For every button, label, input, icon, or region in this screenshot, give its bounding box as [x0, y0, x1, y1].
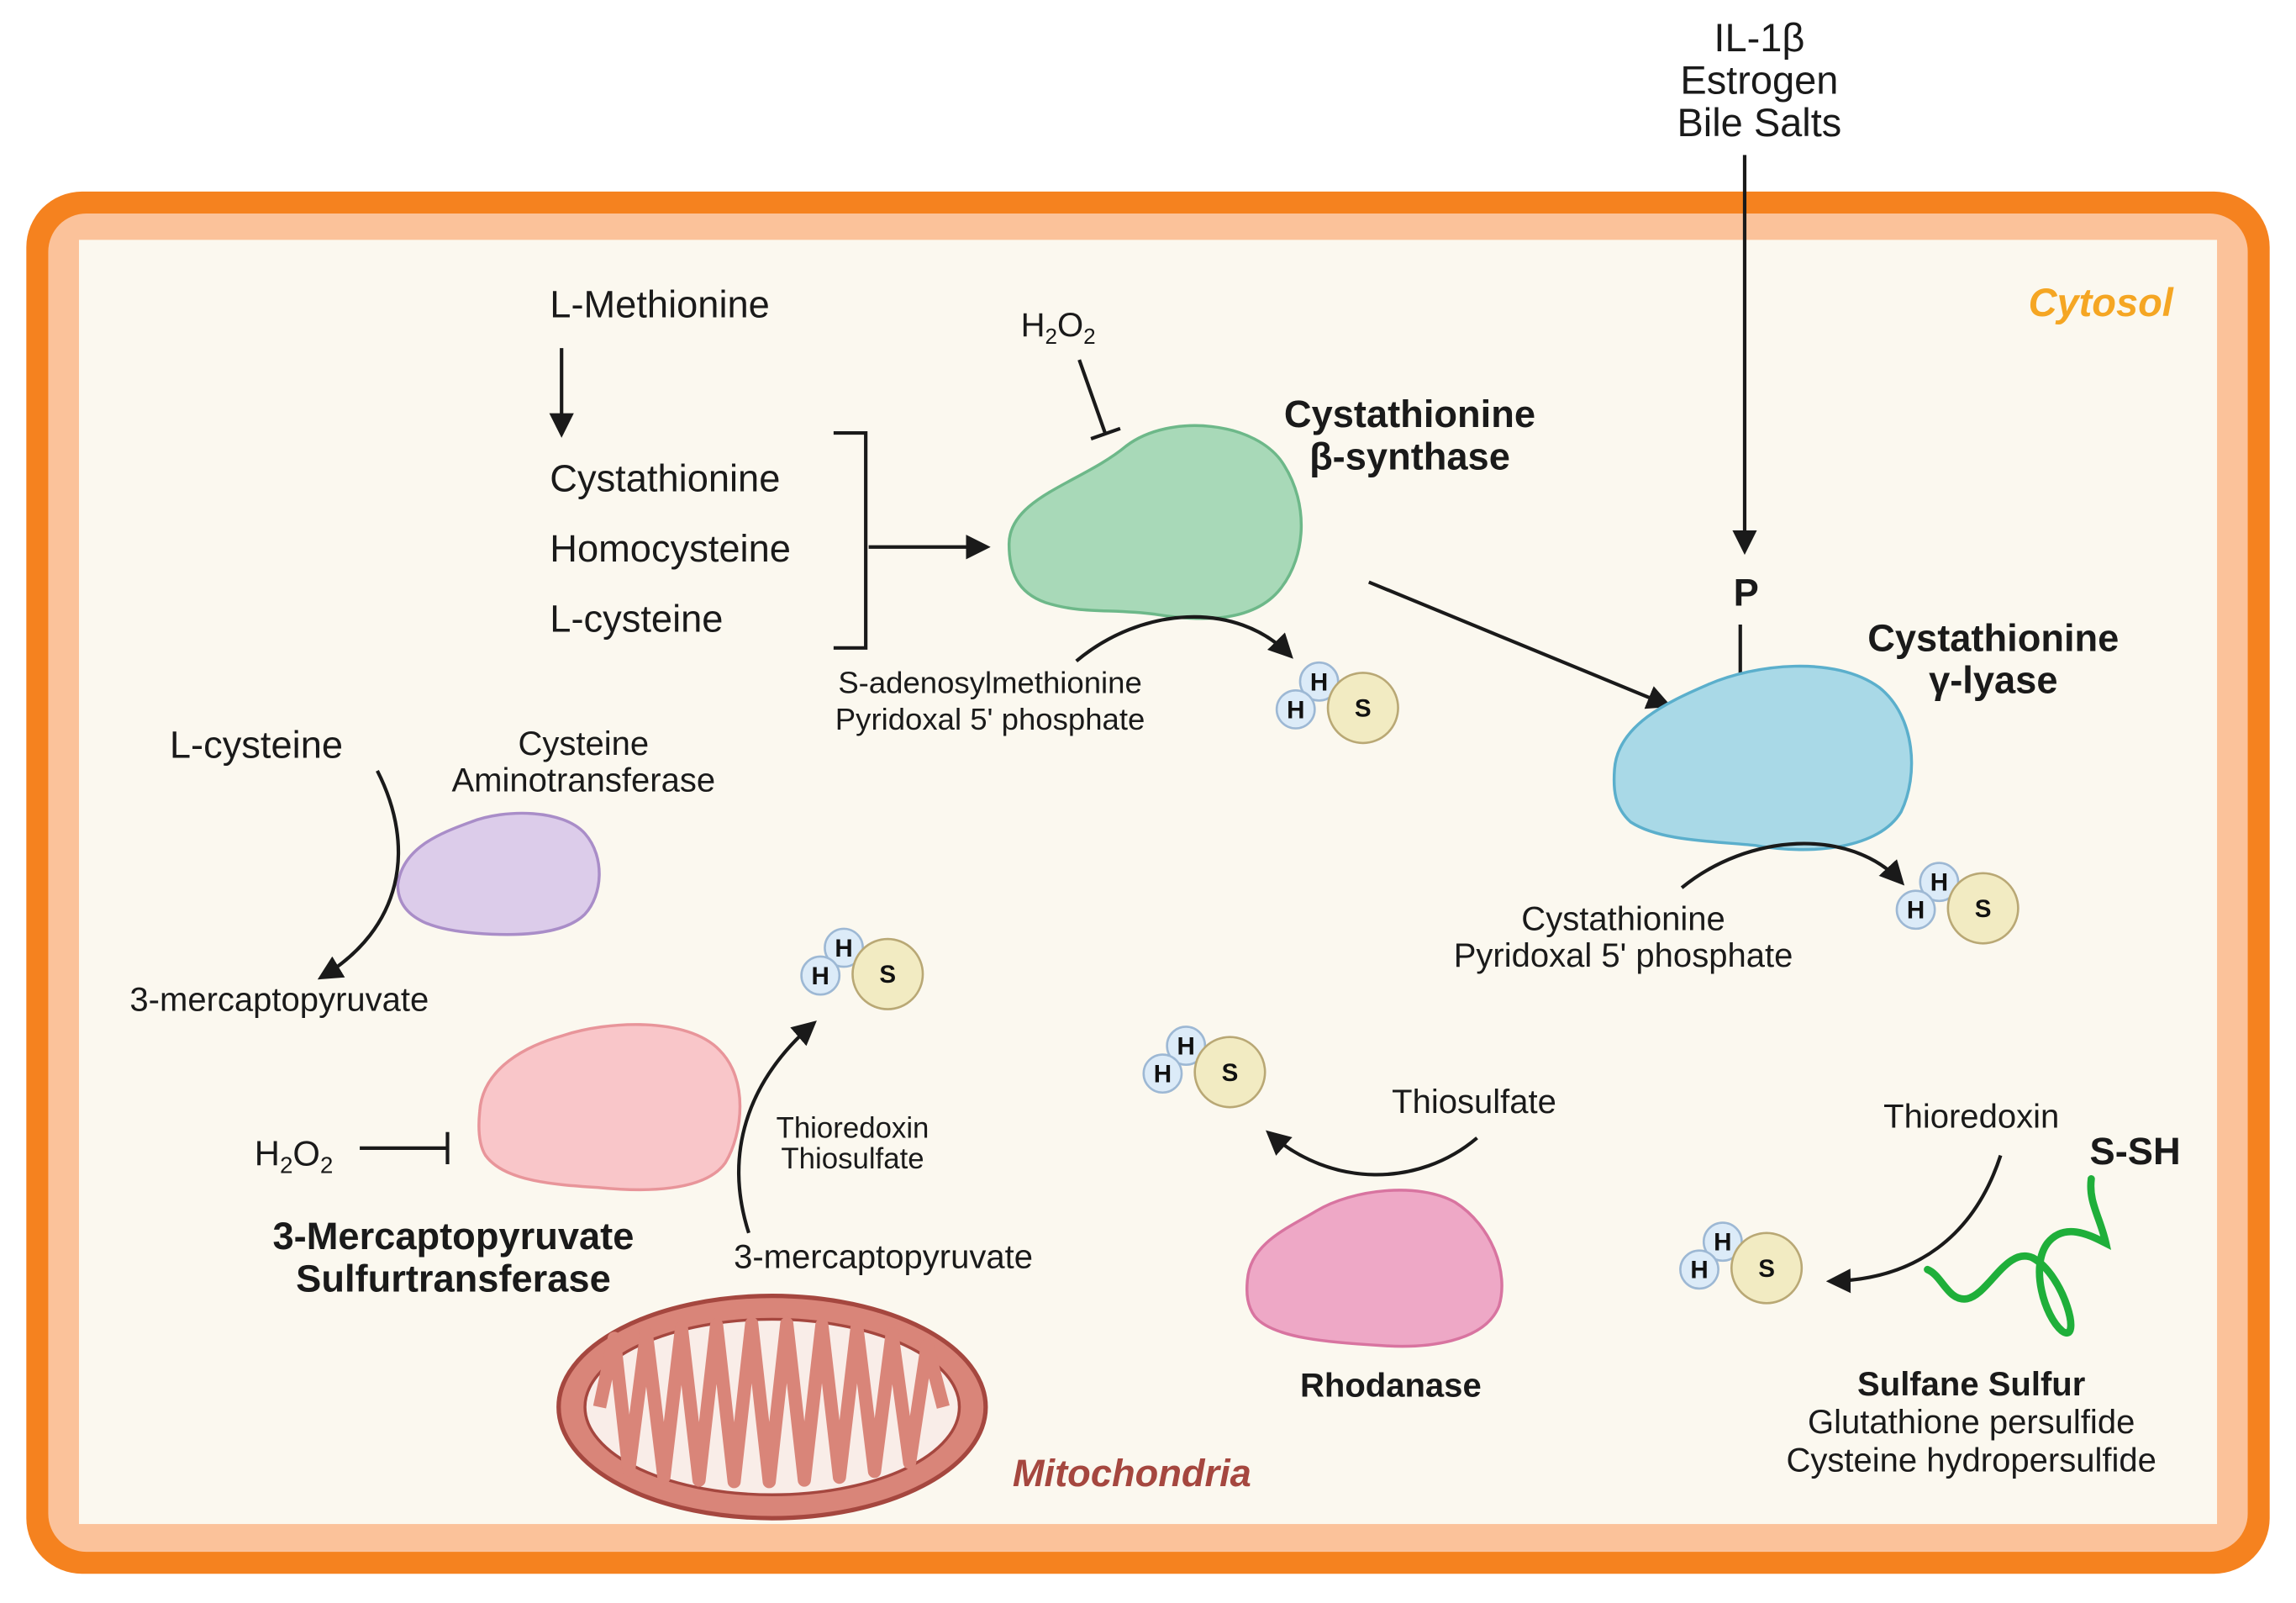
cse-phospho-label: P	[1734, 571, 1759, 614]
mst-name-line1: 3-Mercaptopyruvate	[272, 1215, 634, 1258]
cat-name-line1: Cysteine	[518, 725, 649, 762]
stimulus-il1b: IL-1β	[1714, 15, 1804, 60]
rhodanase-name: Rhodanase	[1300, 1368, 1482, 1405]
mitochondria-label: Mitochondria	[1013, 1452, 1251, 1495]
h2s-molecule-icon: H H S	[800, 927, 924, 1010]
svg-text:H: H	[1690, 1257, 1708, 1284]
cbs-inhibitor-h2o2: H2O2	[1021, 307, 1096, 349]
mst-cofactor-thiosulfate: Thiosulfate	[781, 1142, 924, 1175]
cbs-inhibition-bar	[1090, 426, 1121, 440]
rhodanase-substrate-label: Thiosulfate	[1392, 1084, 1556, 1121]
stimulus-bile-salts: Bile Salts	[1677, 100, 1841, 145]
cat-reaction-arrow	[317, 770, 401, 980]
external-stimuli: IL-1β Estrogen Bile Salts	[1677, 15, 1841, 145]
cat-product-label: 3-mercaptopyruvate	[129, 981, 429, 1018]
svg-text:H: H	[1154, 1061, 1172, 1089]
svg-text:H: H	[1714, 1229, 1731, 1257]
svg-text:S: S	[1355, 695, 1372, 723]
cse-enzyme	[1612, 664, 1914, 852]
svg-text:H: H	[1287, 696, 1304, 724]
sulfane-example-cysteine: Cysteine hydropersulfide	[1786, 1442, 2156, 1479]
mst-cofactor-thioredoxin: Thioredoxin	[777, 1112, 929, 1145]
substrate-homocysteine: Homocysteine	[550, 527, 791, 570]
mst-inhibitor-h2o2: H2O2	[255, 1134, 334, 1179]
svg-text:S: S	[1758, 1255, 1775, 1283]
cse-cofactor-plp: Pyridoxal 5' phosphate	[1454, 937, 1793, 974]
svg-text:H: H	[1907, 897, 1925, 925]
rhodanase-enzyme	[1245, 1189, 1503, 1348]
mst-substrate-label: 3-mercaptopyruvate	[734, 1239, 1033, 1276]
svg-text:S: S	[879, 961, 896, 989]
svg-text:H: H	[812, 962, 829, 990]
mst-name-line2: Sulfurtransferase	[296, 1257, 611, 1300]
mitochondrion-icon	[556, 1293, 988, 1521]
h2s-molecule-icon: H H S	[1895, 862, 2020, 945]
svg-text:H: H	[1930, 869, 1948, 897]
svg-text:H: H	[835, 935, 852, 962]
cbs-cofactor-plp: Pyridoxal 5' phosphate	[835, 702, 1145, 736]
substrate-l-cysteine: L-cysteine	[550, 598, 723, 641]
cbs-cofactor-sam: S-adenosylmethionine	[838, 666, 1142, 700]
sulfane-title: Sulfane Sulfur	[1857, 1366, 2085, 1403]
cse-cofactor-cystathionine: Cystathionine	[1521, 901, 1725, 938]
h2s-molecule-icon: H H S	[1142, 1026, 1266, 1109]
cbs-inhibition-line	[1077, 359, 1108, 435]
substrate-cystathionine: Cystathionine	[550, 457, 780, 500]
rhodanase-reaction-arrow	[1266, 1130, 1478, 1177]
cbs-product-arrow	[1075, 614, 1293, 663]
svg-text:S: S	[1222, 1059, 1239, 1087]
sulfane-reaction-arrow	[1825, 1154, 2003, 1294]
cat-substrate-label: L-cysteine	[170, 723, 343, 766]
mst-product-arrow	[737, 1020, 817, 1234]
h2s-molecule-icon: H H S	[1679, 1221, 1804, 1305]
stimulus-estrogen: Estrogen	[1680, 57, 1838, 102]
cytosol-label: Cytosol	[2029, 280, 2174, 324]
svg-text:H: H	[1177, 1033, 1195, 1061]
sulfane-group-label: S-SH	[2090, 1130, 2181, 1173]
l-methionine-label: L-Methionine	[550, 283, 770, 326]
cbs-enzyme	[1007, 424, 1303, 620]
svg-text:S: S	[1975, 895, 1992, 923]
mst-enzyme	[477, 1023, 742, 1192]
svg-text:H: H	[1310, 668, 1328, 696]
substrate-bracket	[833, 430, 868, 650]
cbs-to-cse-arrow	[1367, 580, 1672, 709]
cbs-name-line2: β-synthase	[1309, 435, 1510, 478]
sulfane-chain-icon	[1924, 1175, 2112, 1337]
cat-enzyme	[396, 811, 601, 936]
sulfane-reductant-label: Thioredoxin	[1883, 1099, 2059, 1136]
h2s-molecule-icon: H H S	[1275, 661, 1399, 745]
cse-product-arrow	[1680, 841, 1905, 889]
cse-name-line1: Cystathionine	[1867, 616, 2119, 659]
cat-name-line2: Aminotransferase	[451, 762, 715, 799]
cbs-name-line1: Cystathionine	[1284, 393, 1535, 435]
sulfane-example-glutathione: Glutathione persulfide	[1808, 1404, 2135, 1441]
cse-name-line2: γ-lyase	[1929, 659, 2057, 702]
